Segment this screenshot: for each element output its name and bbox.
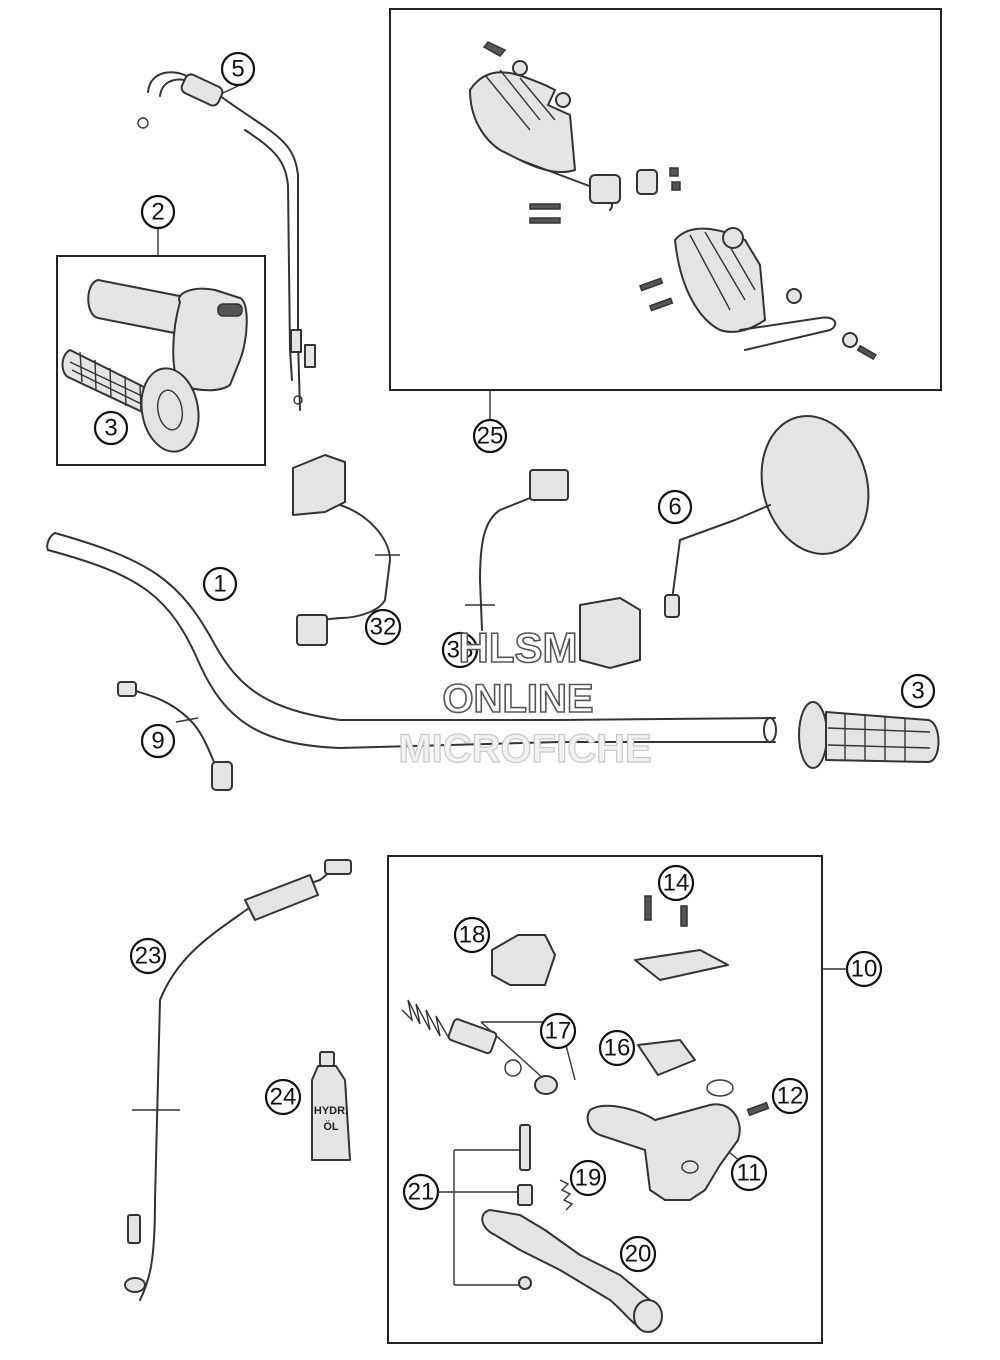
grip-rubber-right — [798, 701, 940, 769]
callout-9: 9 — [140, 723, 176, 759]
callout-2: 2 — [140, 194, 176, 230]
svg-text:19: 19 — [575, 1165, 602, 1192]
callout-10: 10 — [845, 950, 883, 988]
oil-bottle: HYDR. ÖL — [311, 1051, 351, 1161]
watermark: HLSM ONLINE MICROFICHE — [398, 623, 653, 771]
callout-16: 16 — [598, 1029, 636, 1067]
pin-21 — [517, 1124, 533, 1290]
svg-text:3: 3 — [911, 678, 924, 705]
svg-text:24: 24 — [270, 1084, 297, 1111]
svg-text:2: 2 — [151, 199, 164, 226]
handguard-right — [639, 227, 877, 361]
callout-3-left: 3 — [93, 410, 129, 446]
piston-spring-17 — [401, 999, 558, 1095]
screws-14 — [644, 895, 688, 927]
brake-line — [124, 859, 352, 1301]
reservoir-cover — [634, 949, 729, 981]
svg-text:18: 18 — [459, 922, 486, 949]
callout-33: 33 — [441, 631, 479, 669]
callout-11: 11 — [730, 1154, 768, 1192]
svg-text:9: 9 — [151, 728, 164, 755]
seal-16 — [637, 1039, 696, 1076]
right-switch — [465, 469, 641, 669]
handguard-kit-box — [389, 8, 942, 391]
svg-text:14: 14 — [663, 870, 690, 897]
callout-1: 1 — [202, 566, 238, 602]
svg-text:33: 33 — [447, 637, 474, 664]
throttle-cables — [137, 71, 316, 411]
svg-text:5: 5 — [231, 56, 244, 83]
callout-3-right: 3 — [900, 673, 936, 709]
svg-text:10: 10 — [851, 956, 878, 983]
master-cylinder-11 — [586, 1079, 741, 1201]
svg-text:17: 17 — [545, 1018, 572, 1045]
oil-bottle-label-line1: HYDR. — [314, 1105, 348, 1117]
handguard-left — [469, 41, 681, 224]
svg-text:21: 21 — [408, 1179, 435, 1206]
callout-19: 19 — [569, 1159, 607, 1197]
callout-24: 24 — [264, 1078, 302, 1116]
brake-master-cylinder-box — [387, 855, 823, 1344]
clamp-18 — [491, 934, 556, 986]
svg-text:1: 1 — [213, 571, 226, 598]
callout-17: 17 — [539, 1012, 577, 1050]
watermark-line1: HLSM — [459, 624, 578, 671]
svg-text:32: 32 — [370, 614, 397, 641]
callout-25: 25 — [472, 418, 508, 454]
callout-21: 21 — [402, 1173, 440, 1211]
callout-5: 5 — [220, 51, 256, 87]
throttle-tube — [87, 279, 248, 392]
svg-text:16: 16 — [604, 1035, 631, 1062]
svg-text:25: 25 — [477, 423, 504, 450]
svg-text:3: 3 — [104, 415, 117, 442]
callout-18: 18 — [453, 916, 491, 954]
svg-text:11: 11 — [737, 1160, 762, 1187]
mirror — [664, 415, 870, 618]
oil-bottle-label-line2: ÖL — [323, 1120, 339, 1133]
handlebar — [46, 532, 777, 749]
screw-12 — [746, 1101, 770, 1117]
watermark-line2: ONLINE — [442, 677, 593, 721]
svg-text:23: 23 — [135, 943, 162, 970]
svg-text:20: 20 — [625, 1241, 652, 1268]
callout-6: 6 — [657, 489, 693, 525]
throttle-grip-box — [56, 255, 266, 466]
left-switch — [292, 454, 400, 646]
callout-14: 14 — [657, 864, 695, 902]
callout-12: 12 — [771, 1077, 809, 1115]
callout-23: 23 — [129, 937, 167, 975]
watermark-line3: MICROFICHE — [398, 727, 651, 771]
sensor-cable — [117, 681, 233, 791]
svg-text:6: 6 — [668, 494, 681, 521]
brake-lever-20 — [481, 1209, 663, 1333]
grip-rubber-left — [61, 349, 200, 453]
svg-text:12: 12 — [777, 1083, 804, 1110]
callout-20: 20 — [619, 1235, 657, 1273]
callout-32: 32 — [364, 608, 402, 646]
spring-19 — [559, 1179, 574, 1211]
